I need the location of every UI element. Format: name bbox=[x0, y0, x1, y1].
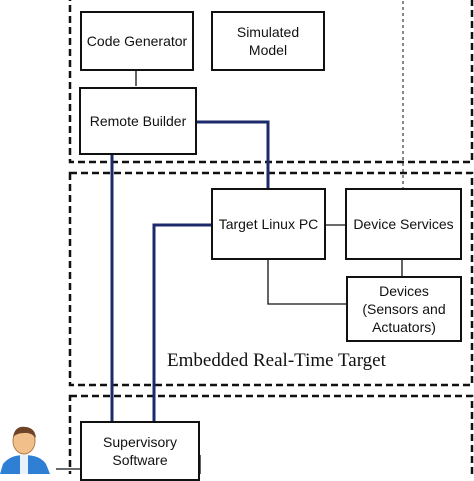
remote-builder-block: Remote Builder bbox=[79, 87, 197, 155]
pc-to-devices-connector bbox=[267, 259, 346, 305]
code-generator-block: Code Generator bbox=[80, 11, 194, 71]
embedded-region-label: Embedded Real-Time Target bbox=[167, 350, 386, 371]
supervisory-region-frame bbox=[68, 394, 474, 474]
device-services-block: Device Services bbox=[345, 188, 462, 260]
target-linux-pc-block: Target Linux PC bbox=[211, 188, 326, 260]
builder-to-target-link bbox=[197, 120, 270, 188]
supervisory-software-block: Supervisory Software bbox=[80, 421, 200, 481]
target-to-supervisory-link bbox=[152, 223, 211, 421]
devices-block: Devices (Sensors and Actuators) bbox=[346, 276, 462, 342]
embedded-region-frame bbox=[68, 171, 474, 387]
user-icon bbox=[0, 426, 50, 474]
host-region-frame bbox=[68, 0, 474, 164]
simulated-model-block: Simulated Model bbox=[211, 11, 325, 71]
